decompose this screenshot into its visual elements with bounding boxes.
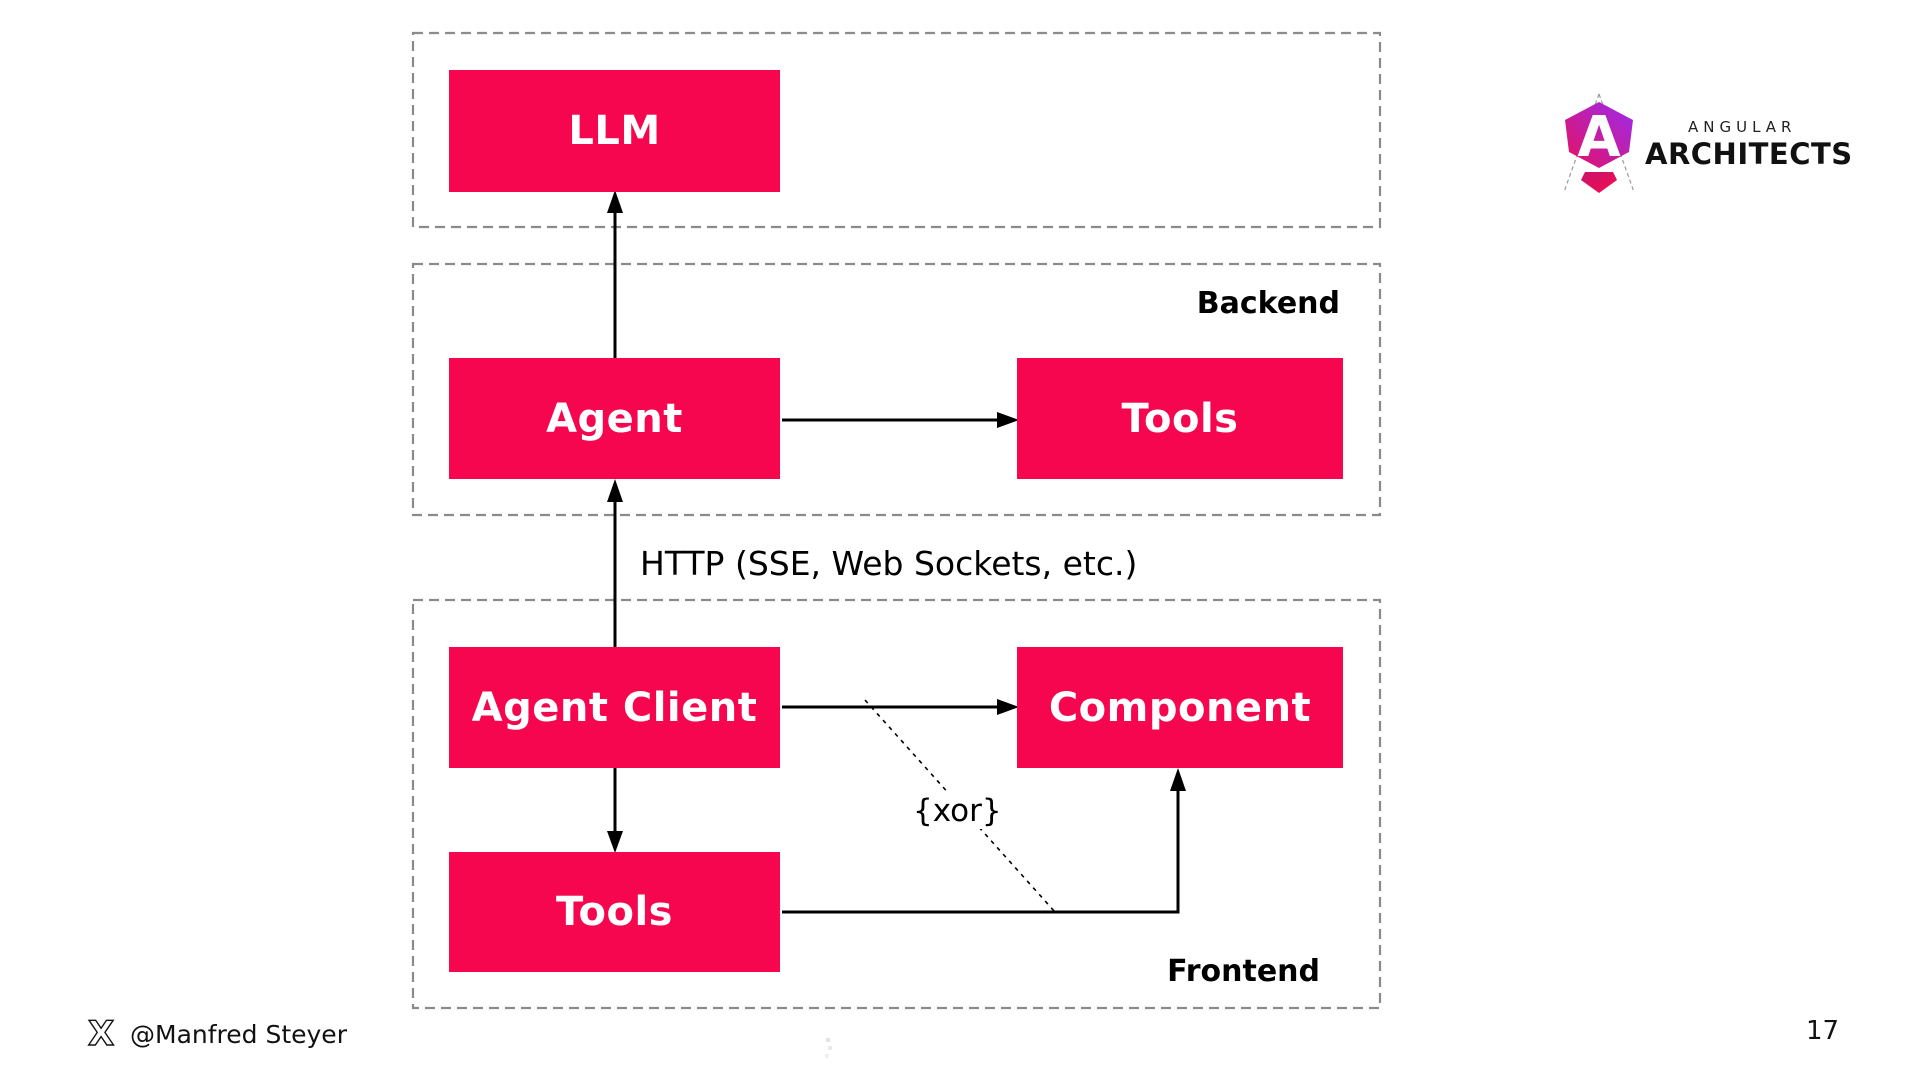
xor-dotted-line — [864, 699, 1056, 913]
slide-page-number: 17 — [1806, 1016, 1840, 1046]
backend-zone-label: Backend — [1196, 286, 1340, 321]
llm-layer-container-border — [411, 31, 1382, 229]
tools-to-component-arrow — [782, 768, 1186, 914]
x-twitter-icon: X — [87, 1016, 115, 1052]
node-llm: LLM — [449, 70, 780, 192]
node-backend-tools: Tools — [1017, 358, 1343, 479]
svg-text:A: A — [1577, 105, 1621, 170]
http-edge-label: HTTP (SSE, Web Sockets, etc.) — [640, 544, 1138, 583]
faint-artifact — [826, 1038, 830, 1042]
backend-container-border — [411, 262, 1382, 517]
footer-author-handle: @Manfred Steyer — [130, 1020, 347, 1049]
agent-to-tools-arrow — [782, 412, 1019, 428]
agent-to-llm-arrow — [607, 190, 623, 358]
node-component: Component — [1017, 647, 1343, 768]
svg-text:X: X — [88, 1016, 114, 1052]
logo-wordmark-architects: ARCHITECTS — [1645, 137, 1853, 171]
agent-client-to-agent-arrow — [607, 479, 623, 647]
logo-shield-icon: A — [1563, 93, 1635, 193]
agent-client-to-tools-arrow — [607, 768, 623, 853]
xor-constraint-label: {xor} — [905, 793, 1010, 829]
node-agent: Agent — [449, 358, 780, 479]
frontend-container-border — [411, 598, 1382, 1010]
node-agent-client: Agent Client — [449, 647, 780, 768]
agent-client-to-component-arrow — [782, 699, 1019, 715]
logo-wordmark-angular: ANGULAR — [1688, 118, 1797, 136]
node-frontend-tools: Tools — [449, 852, 780, 972]
frontend-zone-label: Frontend — [1167, 954, 1320, 989]
